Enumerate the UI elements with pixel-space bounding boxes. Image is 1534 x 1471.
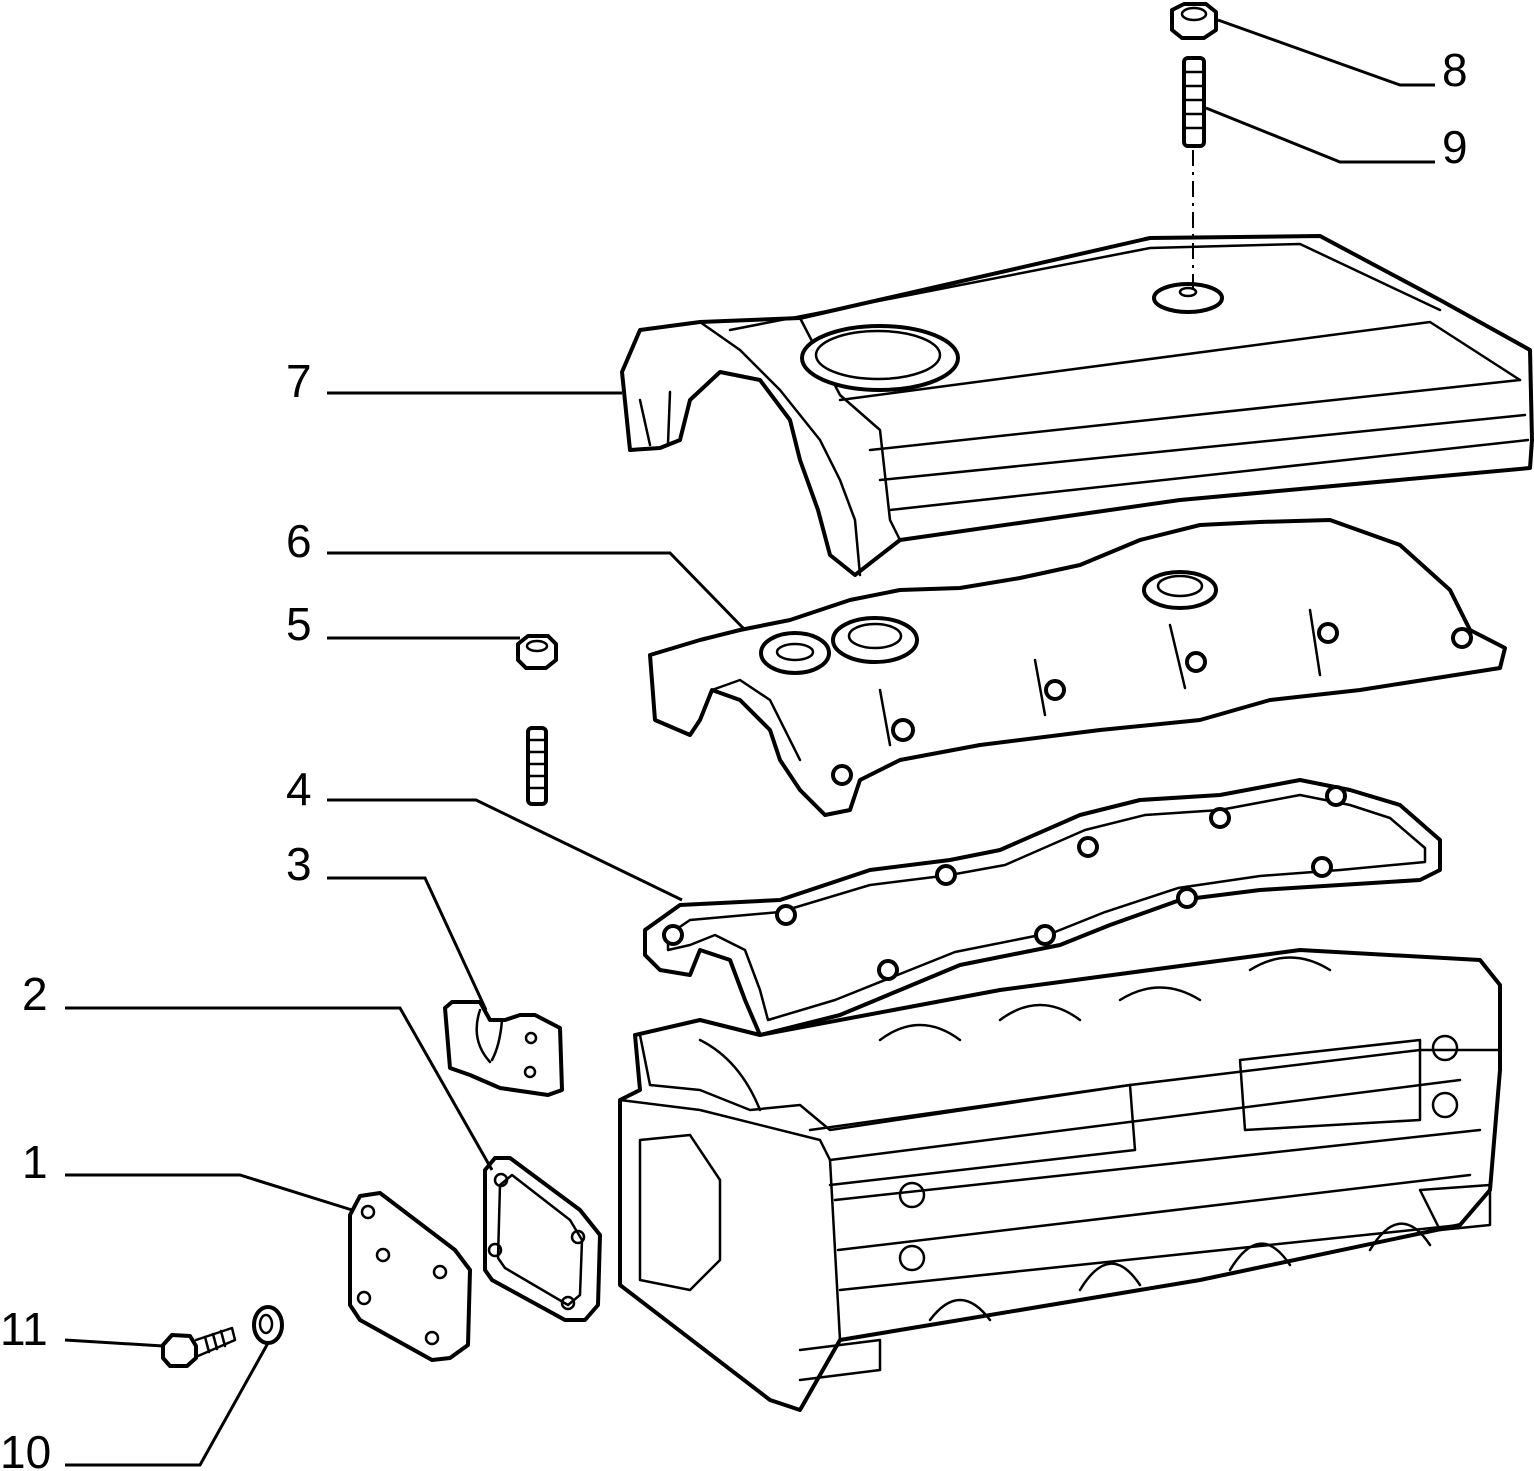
part-5-nut-and-stud <box>516 634 558 806</box>
leader-line-9 <box>1205 106 1435 164</box>
part-6-cover-housing <box>648 518 1507 817</box>
part-11-bolt <box>161 1326 237 1368</box>
callout-4: 4 <box>286 763 312 815</box>
callout-6: 6 <box>286 515 312 567</box>
part-4-gasket <box>643 778 1442 1037</box>
part-3-bracket <box>443 1000 564 1097</box>
callout-labels: 1 2 3 4 5 6 7 8 9 10 11 <box>0 44 1468 1471</box>
callout-11: 11 <box>0 1303 48 1355</box>
callout-1: 1 <box>22 1136 48 1188</box>
callout-5: 5 <box>286 598 312 650</box>
leader-line-6 <box>327 551 747 632</box>
leader-line-11 <box>64 1338 164 1348</box>
leader-line-8 <box>1217 18 1435 87</box>
part-10-washer <box>252 1305 284 1345</box>
cylinder-head-block <box>618 948 1502 1412</box>
leader-line-10 <box>65 1342 270 1467</box>
leader-line-1 <box>65 1173 353 1212</box>
leader-line-2 <box>65 1006 494 1171</box>
part-7-valve-cover <box>620 234 1534 577</box>
callout-8: 8 <box>1442 44 1468 96</box>
callout-7: 7 <box>286 355 312 407</box>
part-8-nut <box>1170 2 1218 40</box>
leader-line-3 <box>327 876 488 1011</box>
callout-2: 2 <box>22 968 48 1020</box>
leader-line-4 <box>327 798 683 902</box>
leader-lines <box>64 18 1435 1467</box>
part-9-stud <box>1182 56 1206 290</box>
part-2-gasket-plate <box>483 1156 602 1322</box>
callout-9: 9 <box>1442 121 1468 173</box>
callout-3: 3 <box>286 838 312 890</box>
part-1-cover-plate <box>348 1191 472 1362</box>
callout-10: 10 <box>0 1426 51 1471</box>
